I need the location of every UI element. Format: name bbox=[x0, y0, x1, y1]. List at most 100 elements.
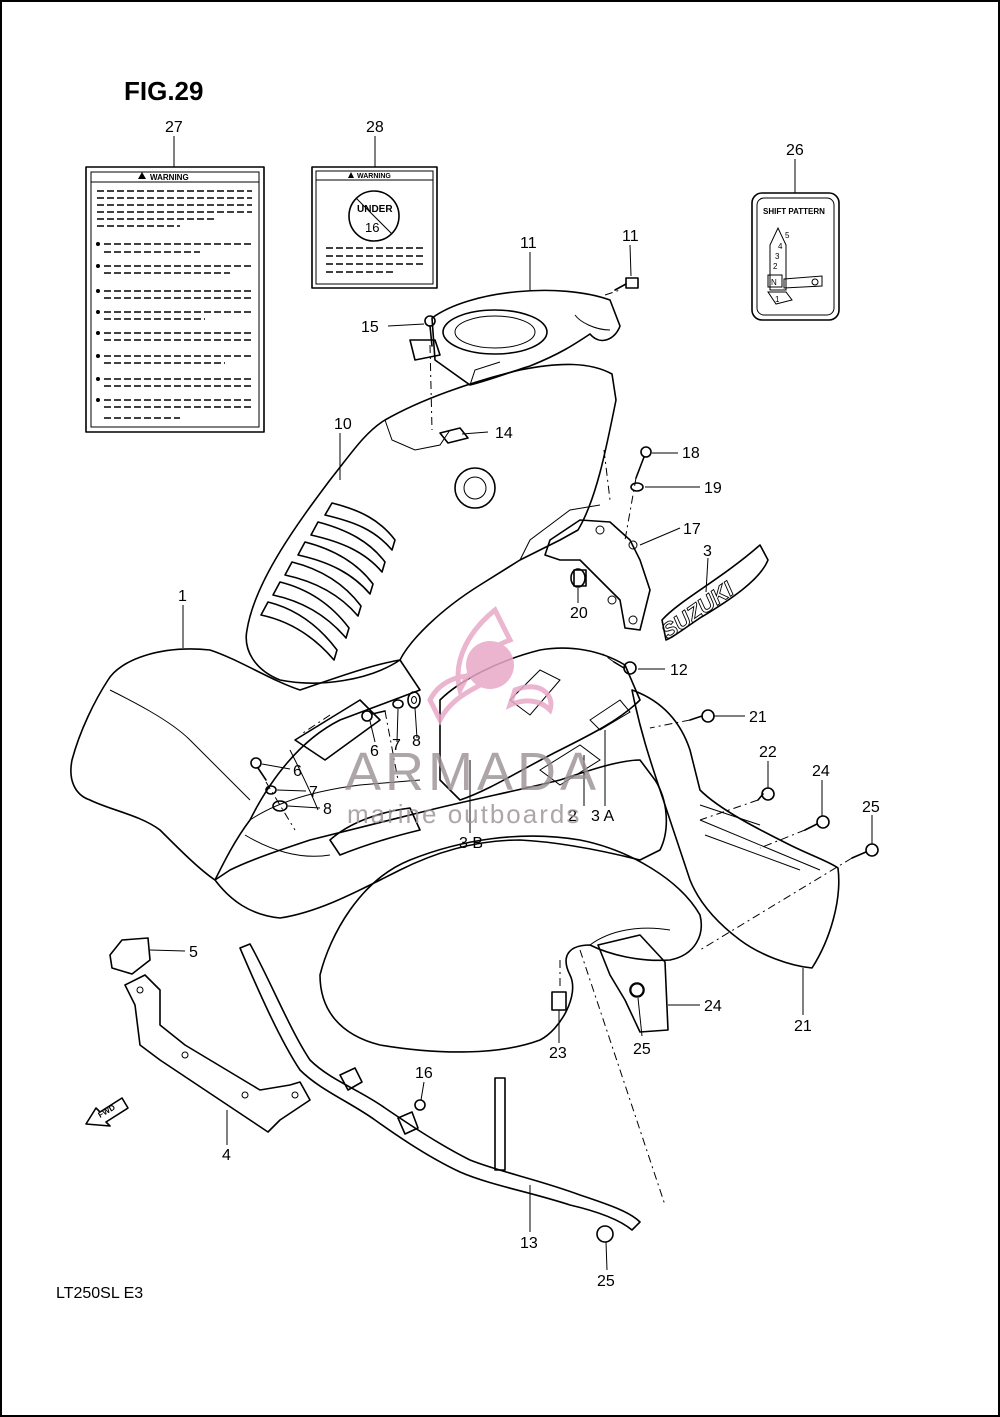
fasteners bbox=[250, 277, 879, 1243]
callout-22: 23 bbox=[549, 1045, 567, 1062]
callout-6-a: 6 bbox=[370, 743, 379, 760]
callout-13: 15 bbox=[361, 319, 379, 336]
screw-11-top-icon bbox=[614, 277, 639, 291]
callout-21-b: 22 bbox=[759, 744, 777, 761]
part-1-front-fender bbox=[70, 647, 702, 1053]
screw-21-b-icon bbox=[757, 787, 775, 801]
svg-text:WARNING: WARNING bbox=[150, 173, 189, 182]
callout-7-a: 7 bbox=[392, 737, 401, 754]
screw-13-icon bbox=[409, 315, 441, 361]
svg-text:SUZUKI: SUZUKI bbox=[657, 576, 739, 644]
callout-12: 14 bbox=[495, 425, 513, 442]
callout-17: 18 bbox=[682, 445, 700, 462]
screw-21-a-icon bbox=[689, 709, 715, 723]
callout-10: 11 bbox=[520, 235, 537, 252]
assembly-lines bbox=[265, 289, 853, 1206]
svg-text:SHIFT PATTERN: SHIFT PATTERN bbox=[763, 207, 825, 216]
callout-27: 27 bbox=[165, 119, 183, 136]
louvers bbox=[260, 502, 396, 661]
callout-28: 28 bbox=[366, 119, 384, 136]
part-20-mud-flap bbox=[631, 689, 840, 969]
warning-label-large: WARNING bbox=[85, 166, 265, 433]
svg-text:4: 4 bbox=[778, 242, 783, 251]
model-code: LT250SL E3 bbox=[56, 1285, 143, 1302]
washer-18-icon bbox=[630, 482, 644, 492]
warning-triangle-icon bbox=[348, 172, 354, 178]
svg-text:WARNING: WARNING bbox=[357, 173, 391, 180]
part-3-suzuki-emblem: SUZUKI bbox=[656, 544, 769, 645]
screw-24-b-icon bbox=[851, 843, 879, 859]
shift-pattern-label: SHIFT PATTERN 5 4 3 2 N 1 bbox=[751, 192, 840, 321]
bolt-17-icon bbox=[635, 446, 652, 479]
callout-20: 21 bbox=[794, 1018, 812, 1035]
callout-5: 5 bbox=[189, 944, 198, 961]
leader-lines bbox=[149, 136, 873, 1271]
callout-11-mid: 12 bbox=[670, 662, 688, 679]
callout-8-b: 8 bbox=[323, 801, 332, 818]
clip-12-icon bbox=[439, 427, 469, 444]
washer-7-b-icon bbox=[265, 785, 277, 795]
washer-7-a-icon bbox=[392, 699, 404, 709]
warning-triangle-icon bbox=[138, 172, 146, 179]
callout-3b: 3 B bbox=[459, 835, 483, 852]
callout-4: 4 bbox=[222, 1147, 231, 1164]
svg-text:N: N bbox=[771, 278, 777, 287]
callout-25-b: 25 bbox=[597, 1273, 615, 1290]
nut-25-b-icon bbox=[596, 1225, 614, 1243]
callout-21-a: 21 bbox=[749, 709, 767, 726]
part-23-bracket bbox=[597, 934, 669, 1033]
no-under-16-icon bbox=[348, 190, 400, 242]
part-4-bracket bbox=[124, 974, 311, 1133]
callout-14: 13 bbox=[520, 1235, 538, 1252]
callout-19: 20 bbox=[570, 605, 588, 622]
callout-11-top: 11 bbox=[622, 228, 639, 245]
part-5-pad bbox=[109, 937, 151, 975]
callout-numbers: 27 28 26 11 11 15 10 14 18 19 17 3 1 20 … bbox=[165, 119, 880, 1290]
svg-text:16: 16 bbox=[365, 220, 379, 235]
callout-16: 17 bbox=[683, 521, 701, 538]
svg-text:ARMADA: ARMADA bbox=[345, 742, 600, 802]
svg-text:marine outboards: marine outboards bbox=[347, 799, 581, 829]
callout-24-b: 25 bbox=[862, 799, 880, 816]
callout-18: 19 bbox=[704, 480, 722, 497]
callout-9: 10 bbox=[334, 416, 352, 433]
callout-3a: 3 A bbox=[591, 808, 614, 825]
propeller-logo-icon bbox=[427, 606, 554, 726]
svg-text:5: 5 bbox=[785, 231, 790, 240]
part-10-top-panel bbox=[431, 289, 621, 386]
washer-8-a-icon bbox=[407, 691, 421, 709]
part-9-tank-cover bbox=[245, 363, 617, 684]
callout-6-b: 6 bbox=[293, 763, 302, 780]
callout-24-a: 24 bbox=[812, 763, 830, 780]
clip-22-icon bbox=[551, 991, 567, 1011]
callout-26: 26 bbox=[786, 142, 804, 159]
part-14-brace bbox=[239, 943, 641, 1231]
callout-2: 2 bbox=[568, 808, 577, 825]
svg-text:3: 3 bbox=[775, 252, 780, 261]
bolt-6-b-icon bbox=[250, 757, 267, 781]
nut-25-a-icon bbox=[629, 982, 645, 998]
figure-title: FIG.29 bbox=[124, 76, 203, 106]
warning-label-under16: WARNING UNDER 16 bbox=[311, 166, 438, 289]
part-19-grommet bbox=[570, 568, 586, 588]
forward-arrow-icon: FWD bbox=[85, 1097, 129, 1127]
nut-15-icon bbox=[414, 1099, 426, 1111]
callout-25-a: 25 bbox=[633, 1041, 651, 1058]
bolt-6-a-icon bbox=[361, 710, 386, 722]
callout-7-b: 7 bbox=[309, 784, 318, 801]
callout-8-a: 8 bbox=[412, 733, 421, 750]
part-16-bracket bbox=[544, 519, 651, 631]
armada-watermark: ARMADA marine outboards bbox=[345, 606, 600, 829]
callout-3: 3 bbox=[703, 543, 712, 560]
svg-text:1: 1 bbox=[775, 295, 780, 304]
warning-text-lines bbox=[96, 190, 252, 419]
screw-11-mid-icon bbox=[613, 661, 637, 675]
callout-1: 1 bbox=[178, 588, 187, 605]
screw-24-a-icon bbox=[804, 815, 830, 831]
washer-8-b-icon bbox=[272, 800, 288, 812]
svg-text:UNDER: UNDER bbox=[357, 204, 393, 215]
shift-arrow-icon bbox=[769, 226, 787, 291]
svg-text:2: 2 bbox=[773, 262, 778, 271]
